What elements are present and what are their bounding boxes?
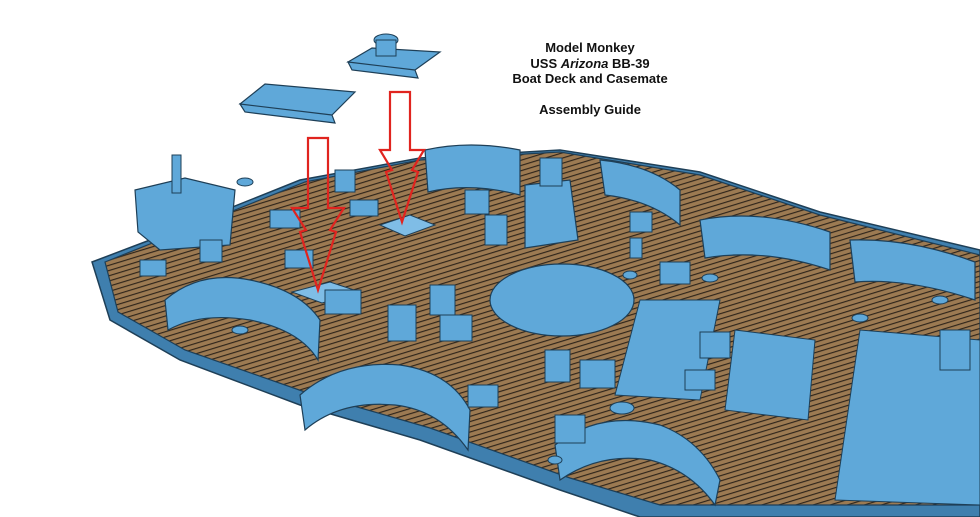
right-arrow — [378, 90, 426, 226]
ship-name: USS Arizona BB-39 — [530, 55, 650, 71]
bulwark-right — [699, 215, 831, 271]
mast-stub — [171, 154, 182, 194]
title-caption: Model Monkey USS Arizona BB-39 Boat Deck… — [470, 40, 710, 117]
bulwark-starboard — [599, 159, 681, 227]
bulwark-far-right — [849, 239, 976, 301]
bulwark-aft-port — [554, 419, 721, 507]
director-top — [539, 157, 563, 187]
bulwark-left — [164, 276, 321, 362]
funnel-base — [489, 263, 635, 337]
forward-superstructure — [134, 177, 236, 251]
vent-stem — [375, 39, 397, 57]
left-arrow — [289, 136, 347, 294]
bulwark-center — [299, 363, 471, 452]
deck-fittings — [139, 169, 971, 444]
deck-house-part-right — [346, 47, 442, 79]
hatch-medium — [724, 329, 816, 421]
director-tower — [524, 179, 579, 249]
deck-house-part-left — [238, 83, 357, 124]
guide-title: Assembly Guide — [539, 101, 641, 117]
brand-name: Model Monkey — [545, 40, 635, 55]
bulwark-forward — [424, 144, 521, 196]
part-title: Boat Deck and Casemate — [512, 71, 668, 86]
deck-circles — [231, 177, 949, 465]
